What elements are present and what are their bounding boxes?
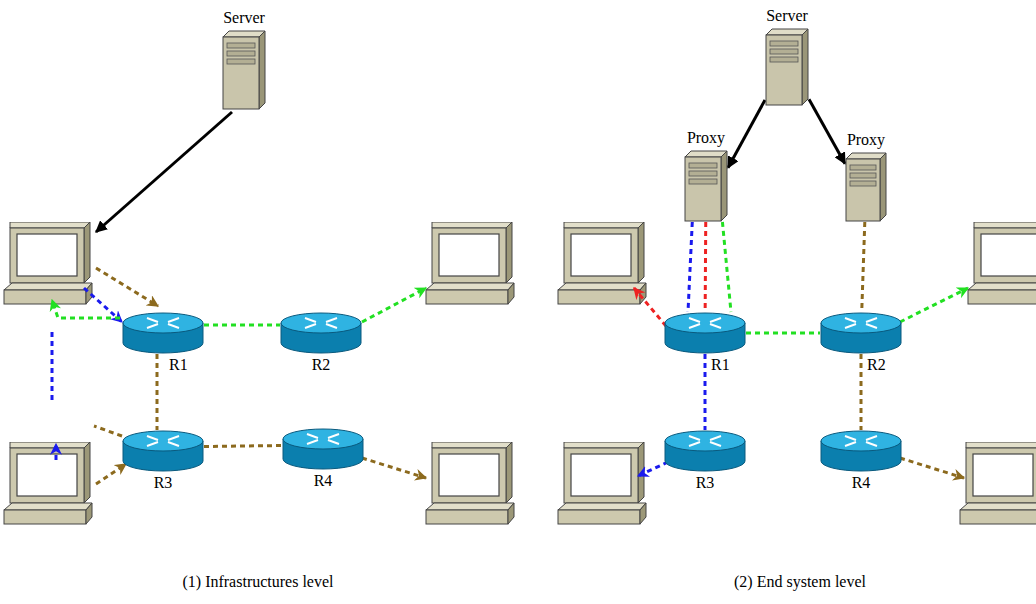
flow-arrow [900, 458, 964, 478]
router-icon [820, 430, 902, 472]
flow-arrow [634, 288, 666, 326]
router-icon [122, 430, 204, 472]
router-node: R2 [280, 312, 362, 354]
flow-arrow [362, 288, 426, 322]
server-label: Proxy [685, 129, 727, 147]
router-icon [664, 430, 746, 472]
server-icon [222, 30, 266, 110]
router-node: R3 [664, 430, 746, 472]
router-label: R1 [709, 356, 732, 374]
flow-arrow [52, 300, 120, 318]
router-label: R2 [865, 356, 888, 374]
router-icon [280, 312, 362, 354]
router-icon [122, 312, 204, 354]
flow-arrow [900, 288, 968, 322]
computer-icon [558, 442, 646, 524]
server-node: Proxy [684, 150, 728, 222]
router-icon [282, 428, 364, 470]
dotted-link [688, 222, 692, 312]
panel-caption: (2) End system level [560, 572, 1036, 592]
server-label: Server [221, 9, 267, 27]
flow-arrow [638, 462, 668, 476]
router-node: R4 [820, 430, 902, 472]
router-node: R1 [122, 312, 204, 354]
dotted-link [746, 332, 820, 335]
router-node: R2 [820, 312, 902, 354]
download-arrow [96, 112, 232, 232]
server-icon [765, 28, 809, 106]
router-label: R4 [312, 472, 335, 490]
dotted-link [862, 222, 865, 312]
computer-icon [426, 222, 514, 304]
computer-icon [4, 222, 92, 304]
computer-icon [4, 442, 92, 524]
flow-line [51, 332, 54, 400]
dotted-link [860, 354, 863, 430]
computer-icon [960, 442, 1036, 524]
server-node: Server [765, 28, 809, 106]
dotted-link [704, 354, 707, 430]
server-icon [845, 152, 887, 222]
computer-icon [426, 442, 514, 524]
arrow-link [728, 100, 765, 168]
flows [52, 112, 968, 484]
dotted-link [704, 222, 708, 312]
flow-arrow [96, 268, 158, 306]
flow-arrow [55, 444, 58, 460]
router-node: R3 [122, 430, 204, 472]
flow-arrow [362, 458, 426, 478]
router-label: R3 [694, 474, 717, 492]
flow-arrow [96, 464, 126, 484]
router-node: R1 [664, 312, 746, 354]
router-node: R4 [282, 428, 364, 470]
server-node: Proxy [845, 152, 887, 222]
dotted-link [204, 444, 282, 448]
server-label: Server [764, 7, 810, 25]
router-label: R2 [310, 356, 333, 374]
router-icon [664, 312, 746, 354]
computer-icon [968, 222, 1036, 304]
flow-line [94, 426, 122, 436]
dotted-link [204, 324, 280, 327]
dotted-link [722, 222, 731, 312]
router-icon [820, 312, 902, 354]
dotted-link [156, 354, 159, 430]
router-label: R1 [167, 356, 190, 374]
panel-caption: (1) Infrastructures level [0, 572, 516, 592]
arrow-link [809, 99, 845, 163]
server-label: Proxy [845, 131, 887, 149]
computers [4, 222, 1036, 524]
router-label: R3 [152, 474, 175, 492]
router-label: R4 [850, 474, 873, 492]
server-icon [684, 150, 728, 222]
server-node: Server [222, 30, 266, 110]
computer-icon [558, 222, 646, 304]
